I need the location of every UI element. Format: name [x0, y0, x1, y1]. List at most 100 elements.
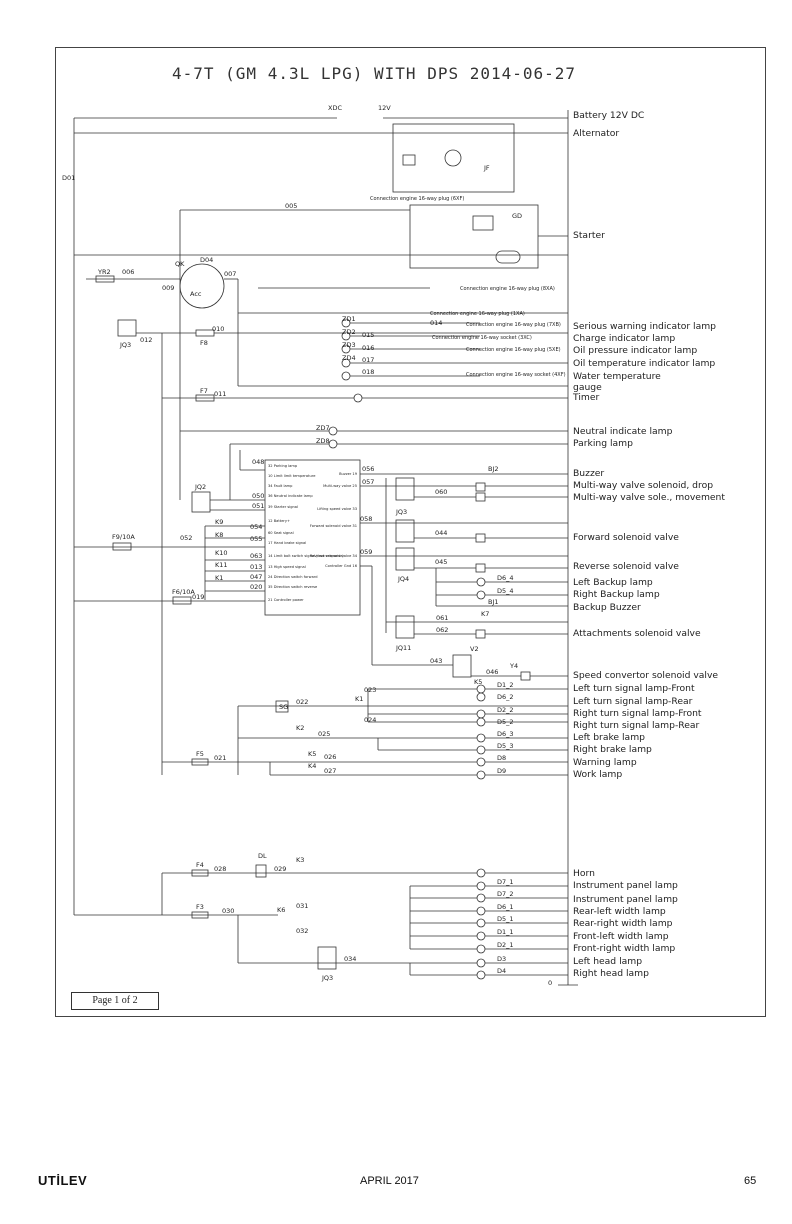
- label-d7-2: D7_2: [497, 890, 514, 898]
- label-k11: K11: [215, 561, 228, 569]
- label-f9: F9/10A: [112, 533, 135, 541]
- diagram-frame: [55, 47, 766, 1017]
- label-d4: D4: [497, 967, 506, 975]
- controller-pin-label: 34 Fault lamp: [268, 484, 293, 488]
- label-023: 023: [364, 686, 376, 694]
- label-jq3-bottom: JQ3: [321, 974, 333, 982]
- label-jq2: JQ2: [194, 483, 206, 491]
- controller-pin-label: 10 Limit limit temperature: [268, 474, 316, 478]
- label-sg: SG: [279, 703, 288, 711]
- label-031: 031: [296, 902, 308, 910]
- component-label: Front-right width lamp: [573, 943, 676, 954]
- controller-pin-label: 24 Direction switch forward: [268, 575, 318, 579]
- label-k2: K2: [296, 724, 304, 732]
- label-028: 028: [214, 865, 226, 873]
- page-indicator: Page 1 of 2: [71, 992, 159, 1010]
- label-d5-4: D5_4: [497, 587, 514, 595]
- label-d9: D9: [497, 767, 506, 775]
- label-conn-5x: Connection engine 16-way plug (5XE): [466, 347, 561, 353]
- label-061: 061: [436, 614, 448, 622]
- label-062: 062: [436, 626, 448, 634]
- label-006: 006: [122, 268, 134, 276]
- label-015: 015: [362, 331, 374, 339]
- label-005: 005: [285, 202, 297, 210]
- controller-output-label: Buzzer 19: [339, 472, 358, 476]
- label-055: 055: [250, 535, 262, 543]
- component-label: Left Backup lamp: [573, 577, 653, 588]
- label-conn-4x: Connection engine 16-way socket (4XF): [466, 372, 566, 378]
- label-k10: K10: [215, 549, 228, 557]
- component-label: Right Backup lamp: [573, 589, 660, 600]
- label-019: 019: [192, 593, 204, 601]
- label-058: 058: [360, 515, 372, 523]
- label-d6-4: D6_4: [497, 574, 514, 582]
- label-024: 024: [364, 716, 376, 724]
- label-d8: D8: [497, 754, 506, 762]
- label-052: 052: [180, 534, 192, 542]
- label-d6-2: D6_2: [497, 693, 514, 701]
- label-zd4: ZD4: [342, 354, 356, 362]
- label-k6: K6: [277, 906, 285, 914]
- label-d2-1: D2_1: [497, 941, 514, 949]
- label-xdc: XDC: [328, 104, 342, 112]
- label-jq3-mid: JQ3: [395, 508, 407, 516]
- label-026: 026: [324, 753, 336, 761]
- label-f4: F4: [196, 861, 204, 869]
- label-050: 050: [252, 492, 264, 500]
- label-016: 016: [362, 344, 374, 352]
- footer-page-number: 65: [744, 1175, 757, 1187]
- component-label: Speed convertor solenoid valve: [573, 670, 719, 681]
- controller-pin-label: 12 Battery+: [268, 519, 290, 523]
- label-011: 011: [214, 390, 226, 398]
- label-d1-2: D1_2: [497, 681, 514, 689]
- label-k5-top: K5: [474, 678, 482, 686]
- label-yr2: YR2: [97, 268, 111, 276]
- label-d5-1: D5_1: [497, 915, 514, 923]
- label-034: 034: [344, 955, 356, 963]
- controller-pin-label: 35 Direction switch reverse: [268, 585, 318, 589]
- label-conn-1x: Connection engine 16-way plug (1XA): [430, 311, 525, 317]
- label-048: 048: [252, 458, 264, 466]
- label-k5: K5: [308, 750, 316, 758]
- label-d3: D3: [497, 955, 506, 963]
- label-qk: QK: [175, 260, 185, 268]
- label-d7-1: D7_1: [497, 878, 514, 886]
- label-025: 025: [318, 730, 330, 738]
- label-022: 022: [296, 698, 308, 706]
- component-label: Right turn signal lamp-Front: [573, 708, 702, 719]
- label-027: 027: [324, 767, 336, 775]
- label-010: 010: [212, 325, 224, 333]
- label-063: 063: [250, 552, 262, 560]
- component-label: Warning lamp: [573, 757, 637, 768]
- component-label: Attachments solenoid valve: [573, 628, 701, 639]
- label-020: 020: [250, 583, 262, 591]
- label-k1-ctrl: K1: [215, 574, 223, 582]
- controller-output-label: Lifting speed valve 33: [317, 507, 357, 511]
- component-label: Parking lamp: [573, 438, 633, 449]
- label-056: 056: [362, 465, 374, 473]
- label-030: 030: [222, 907, 234, 915]
- utilev-logo: UTİLEV: [38, 1173, 88, 1188]
- label-017: 017: [362, 356, 374, 364]
- component-label: Left head lamp: [573, 956, 643, 967]
- component-label: Forward solenoid valve: [573, 532, 679, 543]
- label-12v: 12V: [378, 104, 391, 112]
- label-009: 009: [162, 284, 174, 292]
- label-zd2: ZD2: [342, 328, 356, 336]
- label-jf: JF: [483, 164, 490, 172]
- component-label: Horn: [573, 868, 595, 879]
- diagram-title: 4-7T (GM 4.3L LPG) WITH DPS 2014-06-27: [172, 64, 577, 83]
- label-043: 043: [430, 657, 442, 665]
- label-bj2: BJ2: [488, 465, 499, 473]
- component-label: Multi-way valve sole., movement: [573, 492, 725, 503]
- label-018: 018: [362, 368, 374, 376]
- label-045: 045: [435, 558, 447, 566]
- label-032: 032: [296, 927, 308, 935]
- label-jq4: JQ4: [397, 575, 409, 583]
- component-label: Right brake lamp: [573, 744, 652, 755]
- label-conn-8x: Connection engine 16-way plug (8XA): [460, 286, 555, 292]
- label-jq3-top: JQ3: [119, 341, 131, 349]
- component-label: Oil temperature indicator lamp: [573, 358, 716, 369]
- label-051: 051: [252, 502, 264, 510]
